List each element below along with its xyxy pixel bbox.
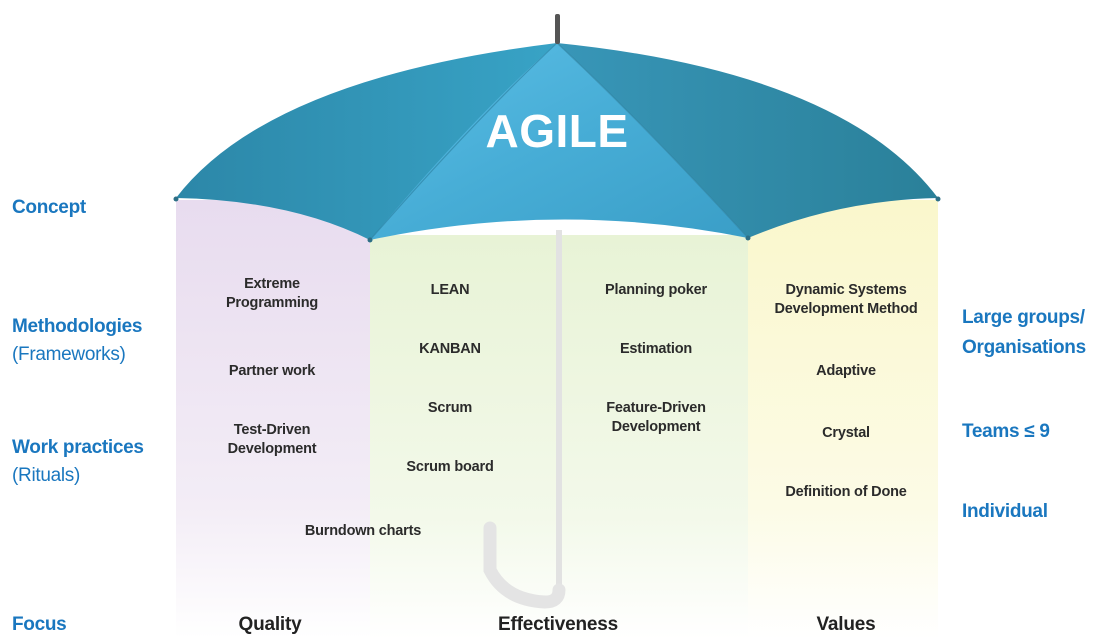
feature-driven-line2: Development (611, 419, 701, 435)
dsdm-line1: Dynamic Systems (785, 282, 907, 298)
crystal: Crystal (822, 425, 870, 441)
planning-poker: Planning poker (605, 282, 707, 298)
extreme-programming-line2: Programming (225, 295, 319, 311)
definition-of-done: Definition of Done (785, 484, 907, 500)
agile-title: AGILE (485, 105, 629, 157)
methodologies-label: Methodologies (12, 316, 143, 337)
adaptive: Adaptive (816, 363, 876, 379)
dsdm-line2: Development Method (774, 301, 918, 317)
individual-label: Individual (962, 501, 1048, 522)
frameworks-label: (Frameworks) (12, 344, 126, 365)
teams-label: Teams ≤ 9 (962, 421, 1050, 442)
feature-driven-line1: Feature-Driven (606, 400, 706, 416)
focus-quality: Quality (238, 614, 302, 635)
focus-values: Values (816, 614, 876, 635)
concept-label: Concept (12, 197, 86, 218)
focus-label: Focus (12, 614, 67, 635)
rituals-label: (Rituals) (12, 465, 81, 486)
lean: LEAN (430, 282, 470, 298)
umbrella-handle (483, 230, 566, 609)
values-panel (748, 200, 938, 639)
quality-panel (176, 200, 370, 639)
burndown-charts: Burndown charts (304, 523, 422, 539)
estimation: Estimation (619, 341, 693, 357)
large-groups-label-line1: Large groups/ (962, 307, 1085, 328)
partner-work: Partner work (228, 363, 316, 379)
scrum: Scrum (427, 400, 473, 416)
extreme-programming-line1: Extreme (244, 276, 300, 292)
scrum-board: Scrum board (406, 459, 494, 475)
umbrella-canopy (173, 14, 941, 243)
kanban: KANBAN (419, 341, 481, 357)
work-practices-label: Work practices (12, 437, 144, 458)
test-driven-line1: Test-Driven (233, 422, 311, 438)
focus-effectiveness: Effectiveness (498, 614, 618, 635)
test-driven-line2: Development (227, 441, 317, 457)
large-groups-label-line2: Organisations (962, 337, 1086, 358)
